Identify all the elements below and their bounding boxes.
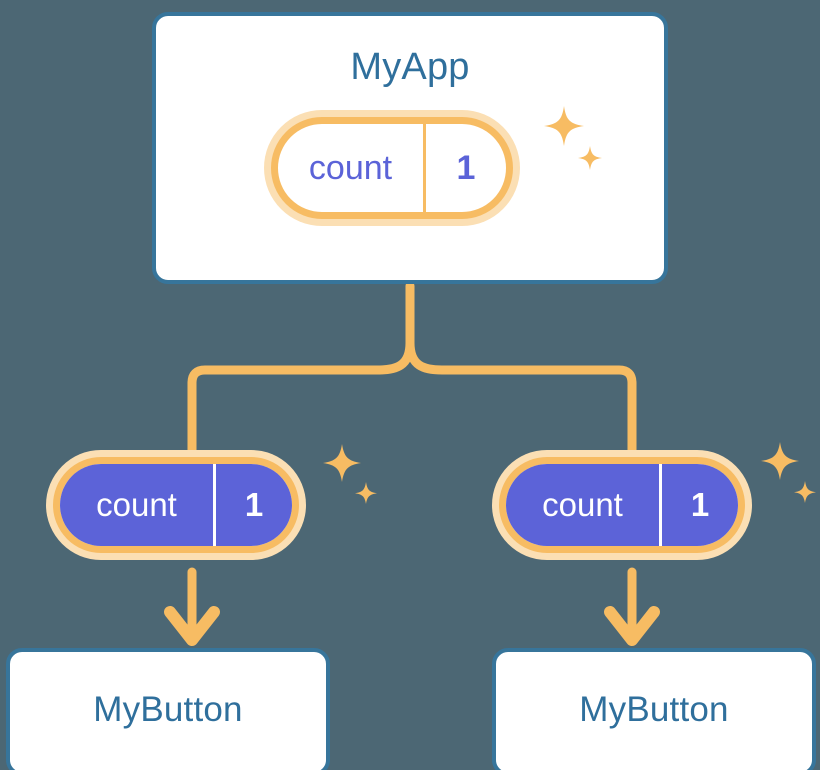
state-pill-root[interactable]: count 1 [264,110,520,226]
component-card-mybutton-left[interactable]: MyButton [6,648,330,770]
state-key-label: count [506,464,662,546]
state-pill-inner: count 1 [271,117,513,219]
component-card-mybutton-right[interactable]: MyButton [492,648,816,770]
state-value-label: 1 [216,464,292,546]
state-pill-outer-ring: count 1 [492,450,752,560]
arrow-head-right [604,606,660,646]
arrow-head-left [164,606,220,646]
state-key-label: count [60,464,216,546]
state-pill-inner: count 1 [499,457,745,553]
connector-branch-right [405,338,637,457]
component-card-label: MyButton [93,690,243,729]
state-key-label: count [278,124,426,212]
state-pill-left[interactable]: count 1 [46,450,306,560]
state-pill-outer-ring: count 1 [46,450,306,560]
page-title: MyApp [350,46,470,88]
component-card-label: MyButton [579,690,729,729]
state-value-label: 1 [662,464,738,546]
state-pill-outer-ring: count 1 [264,110,520,226]
connector-branch-left [187,338,415,457]
state-pill-inner: count 1 [53,457,299,553]
state-value-label: 1 [456,148,476,187]
state-pill-right[interactable]: count 1 [492,450,752,560]
